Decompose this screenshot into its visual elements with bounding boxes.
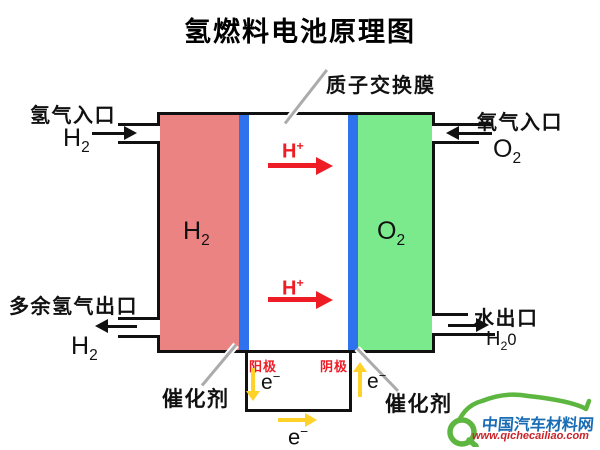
proton-label-bottom: H+ [282,276,304,300]
anode-label: 阳极 [249,359,278,374]
oxygen-region [358,115,432,350]
electron-arrow-down-head [246,391,260,401]
water-outlet-arrow-head [476,318,489,332]
catalyst-right-label: 催化剂 [385,393,453,416]
hydrogen-region-label: H2 [183,217,210,249]
o2-inlet-formula: O2 [493,135,522,167]
proton-arrow-top [268,163,317,168]
electron-arrow-down [251,368,255,393]
catalyst-left-label: 催化剂 [162,388,230,411]
h2-outlet-arrow [106,325,137,328]
h2-outlet-arrow-head [95,319,108,333]
fuel-cell-body [157,112,435,353]
proton-exchange-membrane [249,115,348,350]
hydrogen-region [160,115,239,350]
logo-site-url: www.qichecailiao.com [472,430,589,442]
membrane-label: 质子交换膜 [326,75,436,97]
electron-label-bottom: e− [288,424,309,450]
electron-label-right: e− [367,368,387,393]
h2-inlet-label: 氢气入口 [30,105,116,127]
h2-outlet-label: 多余氢气出口 [9,296,138,318]
h2-inlet-arrow [92,132,126,135]
anode-catalyst-layer [239,115,249,350]
o2-inlet-pipe-wall-ext [477,123,492,126]
electron-label-left: e− [261,369,281,394]
electron-arrow-right-head [305,413,317,427]
proton-arrow-top-head [316,157,333,175]
h2-outlet-pipe [118,317,160,338]
water-outlet-arrow [448,324,477,327]
proton-arrow-bottom [268,297,317,302]
h2-inlet-formula: H2 [63,124,90,156]
oxygen-region-label: O2 [377,217,406,249]
electron-arrow-right [278,418,306,422]
o2-inlet-arrow-head [446,126,459,140]
water-outlet-pipe-wall [432,333,495,336]
water-outlet-formula: H20 [486,328,517,353]
cathode-label: 阴极 [320,359,349,374]
page-title: 氢燃料电池原理图 [184,17,416,47]
logo-car-icon [447,392,592,447]
h2-outlet-formula: H2 [71,332,98,364]
proton-label-top: H+ [282,139,304,163]
electron-arrow-up-head [353,362,367,372]
external-circuit-box [245,353,352,412]
electron-arrow-up [358,371,362,397]
h2-inlet-arrow-head [124,126,137,140]
o2-inlet-label: 氧气入口 [477,112,563,134]
cathode-catalyst-layer [348,115,358,350]
proton-arrow-bottom-head [316,291,333,309]
water-outlet-label: 水出口 [474,308,539,330]
o2-inlet-arrow [457,132,492,135]
